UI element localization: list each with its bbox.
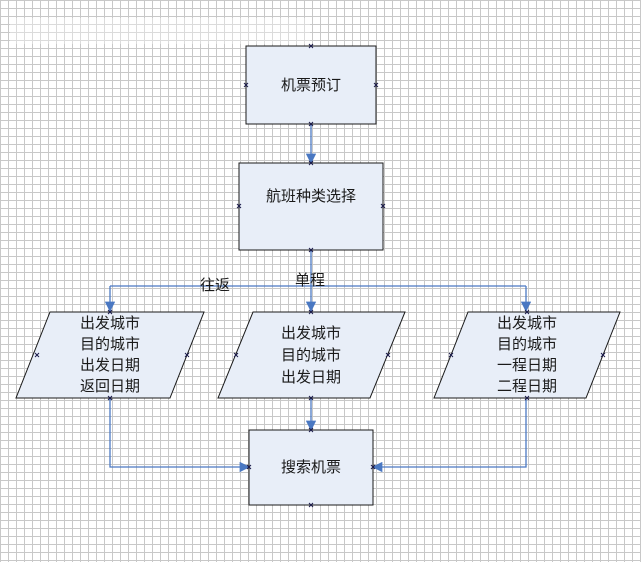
connection-point-marker <box>184 352 190 358</box>
connection-point-marker <box>380 203 386 209</box>
oneway-line-2: 目的城市 <box>281 346 341 364</box>
node-search-label: 搜索机票 <box>281 458 341 476</box>
connection-point-marker <box>34 352 40 358</box>
roundtrip-line-1: 出发城市 <box>80 314 140 332</box>
node-input-oneway[interactable]: 出发城市 目的城市 出发日期 <box>217 311 406 399</box>
connection-point-marker <box>308 43 314 49</box>
node-input-roundtrip[interactable]: 出发城市 目的城市 出发日期 返回日期 <box>15 311 205 399</box>
connection-point-marker <box>236 203 242 209</box>
connection-point-marker <box>233 352 239 358</box>
node-input-multi[interactable]: 出发城市 目的城市 一程日期 二程日期 <box>433 311 621 399</box>
connection-points <box>34 43 606 508</box>
roundtrip-line-4: 返回日期 <box>80 377 140 395</box>
connection-point-marker <box>370 464 376 470</box>
node-flight-type[interactable]: 航班种类选择 <box>238 162 384 251</box>
connection-point-marker <box>308 121 314 127</box>
oneway-line-1: 出发城市 <box>281 324 341 342</box>
connection-point-marker <box>308 502 314 508</box>
connection-point-marker <box>107 309 113 315</box>
node-search[interactable]: 搜索机票 <box>248 429 374 506</box>
connection-point-marker <box>385 352 391 358</box>
roundtrip-line-3: 出发日期 <box>80 356 140 374</box>
multi-line-2: 目的城市 <box>497 335 557 353</box>
connection-point-marker <box>107 395 113 401</box>
connectors <box>104 124 532 473</box>
edge-label-roundtrip: 往返 <box>200 276 230 294</box>
connection-point-marker <box>448 352 454 358</box>
connection-point-marker <box>524 395 530 401</box>
oneway-line-3: 出发日期 <box>281 368 341 386</box>
connection-point-marker <box>246 464 252 470</box>
multi-line-1: 出发城市 <box>497 314 557 332</box>
connection-point-marker <box>243 82 249 88</box>
multi-line-4: 二程日期 <box>497 377 557 395</box>
node-booking[interactable]: 机票预订 <box>245 45 377 125</box>
node-flight-type-label: 航班种类选择 <box>266 187 356 205</box>
edge-roundtrip-to-search <box>109 398 251 473</box>
connection-point-marker <box>308 395 314 401</box>
edge-label-oneway: 单程 <box>295 271 325 289</box>
connection-point-marker <box>373 82 379 88</box>
multi-line-3: 一程日期 <box>497 356 557 374</box>
roundtrip-line-2: 目的城市 <box>80 335 140 353</box>
connection-point-marker <box>308 247 314 253</box>
connection-point-marker <box>308 160 314 166</box>
connection-point-marker <box>308 427 314 433</box>
edge-multi-to-search <box>371 398 527 473</box>
node-booking-label: 机票预订 <box>281 76 341 94</box>
connection-point-marker <box>308 309 314 315</box>
connection-point-marker <box>524 309 530 315</box>
header-watermark <box>10 18 310 44</box>
connection-point-marker <box>600 352 606 358</box>
